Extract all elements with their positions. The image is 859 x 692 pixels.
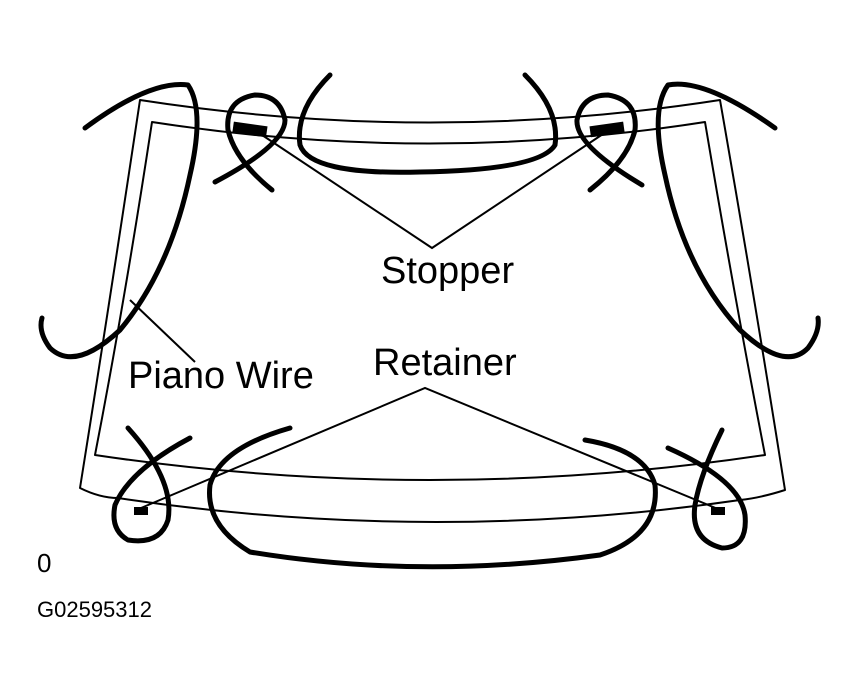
- retainer-left: [134, 507, 148, 515]
- stopper-left: [232, 121, 268, 138]
- piano-wire-bottom-right: [665, 427, 748, 551]
- windshield-outer-edge: [79, 99, 786, 523]
- piano-wire-left-side: [38, 82, 200, 360]
- label-piano-wire: Piano Wire: [128, 355, 314, 397]
- label-retainer: Retainer: [373, 342, 517, 384]
- figure-code: G02595312: [37, 597, 152, 622]
- stopper-right: [589, 121, 625, 138]
- retainer-right: [711, 507, 725, 515]
- windshield-inner-edge: [94, 121, 766, 481]
- label-corner-mark: 0: [37, 548, 51, 578]
- piano-wire-bottom-center: [207, 425, 658, 570]
- piano-wire-bottom-left: [111, 425, 193, 544]
- piano-wire-top-left: [212, 92, 288, 193]
- label-stopper: Stopper: [381, 250, 514, 292]
- leader-stopper: [261, 127, 613, 250]
- piano-wire-top-right: [574, 92, 645, 193]
- leader-retainer: [140, 386, 719, 510]
- piano-wire-right-side: [655, 81, 821, 360]
- leader-piano-wire: [129, 299, 196, 363]
- piano-wire-top-center: [296, 72, 559, 175]
